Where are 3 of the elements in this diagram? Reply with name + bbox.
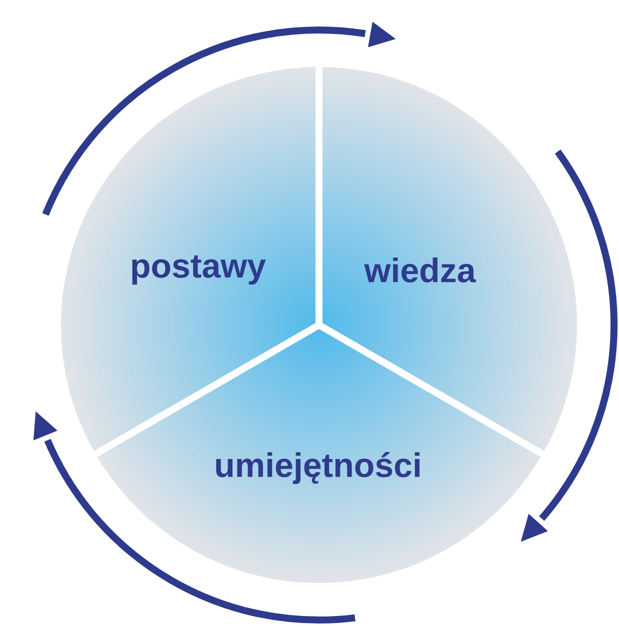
sector-label: umiejętności — [216, 452, 420, 484]
sector-label: wiedza — [364, 258, 476, 282]
sector-label: postawy — [132, 255, 266, 285]
